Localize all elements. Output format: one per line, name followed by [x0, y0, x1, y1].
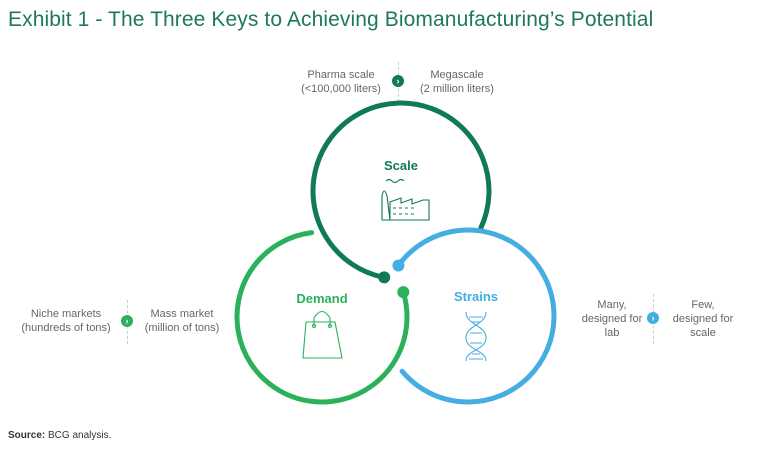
page-title: Exhibit 1 - The Three Keys to Achieving … — [8, 8, 654, 31]
chevron-right-icon: › — [392, 75, 404, 87]
strains-to-label: Few, designed for scale — [665, 298, 741, 340]
demand-label: Demand — [296, 291, 347, 306]
demand-from-line1: Niche markets — [30, 308, 102, 320]
demand-to-label: Mass market (million of tons) — [137, 307, 227, 335]
source-text: BCG analysis. — [48, 430, 112, 441]
shopping-bag-icon — [302, 310, 343, 359]
scale-from-label: Pharma scale (<100,000 liters) — [296, 68, 386, 96]
demand-to-line2: (million of tons) — [144, 322, 220, 334]
scale-label: Scale — [384, 158, 418, 173]
demand-from-line2: (hundreds of tons) — [21, 322, 111, 334]
scale-to-label: Megascale (2 million liters) — [412, 68, 502, 96]
strains-to-line3: scale — [690, 327, 716, 339]
strains-to-line2: designed for — [672, 313, 734, 325]
strains-from-line1: Many, — [597, 299, 627, 311]
strains-from-label: Many, designed for lab — [572, 298, 652, 340]
strains-from-line3: lab — [604, 327, 620, 339]
scale-to-line2: (2 million liters) — [420, 83, 494, 95]
source-label: Source: — [8, 430, 46, 441]
source-note: Source: BCG analysis. — [8, 430, 111, 441]
scale-ring-end-dot — [378, 271, 391, 284]
strains-label: Strains — [454, 289, 498, 304]
scale-from-line1: Pharma scale — [307, 69, 375, 81]
demand-from-label: Niche markets (hundreds of tons) — [16, 307, 116, 335]
demand-ring — [234, 230, 410, 405]
demand-ring-end-dot — [397, 286, 410, 299]
strains-ring-end-dot — [392, 259, 405, 272]
chevron-right-icon: › — [121, 315, 133, 327]
strains-from-line2: designed for — [581, 313, 643, 325]
factory-icon — [381, 178, 430, 221]
strains-to-line1: Few, — [691, 299, 715, 311]
chevron-right-icon: › — [647, 312, 659, 324]
scale-from-line2: (<100,000 liters) — [301, 83, 381, 95]
scale-to-line1: Megascale — [430, 69, 484, 81]
demand-to-line1: Mass market — [150, 308, 214, 320]
scale-ring — [310, 100, 492, 280]
dna-icon — [465, 311, 487, 362]
strains-ring — [395, 227, 557, 405]
